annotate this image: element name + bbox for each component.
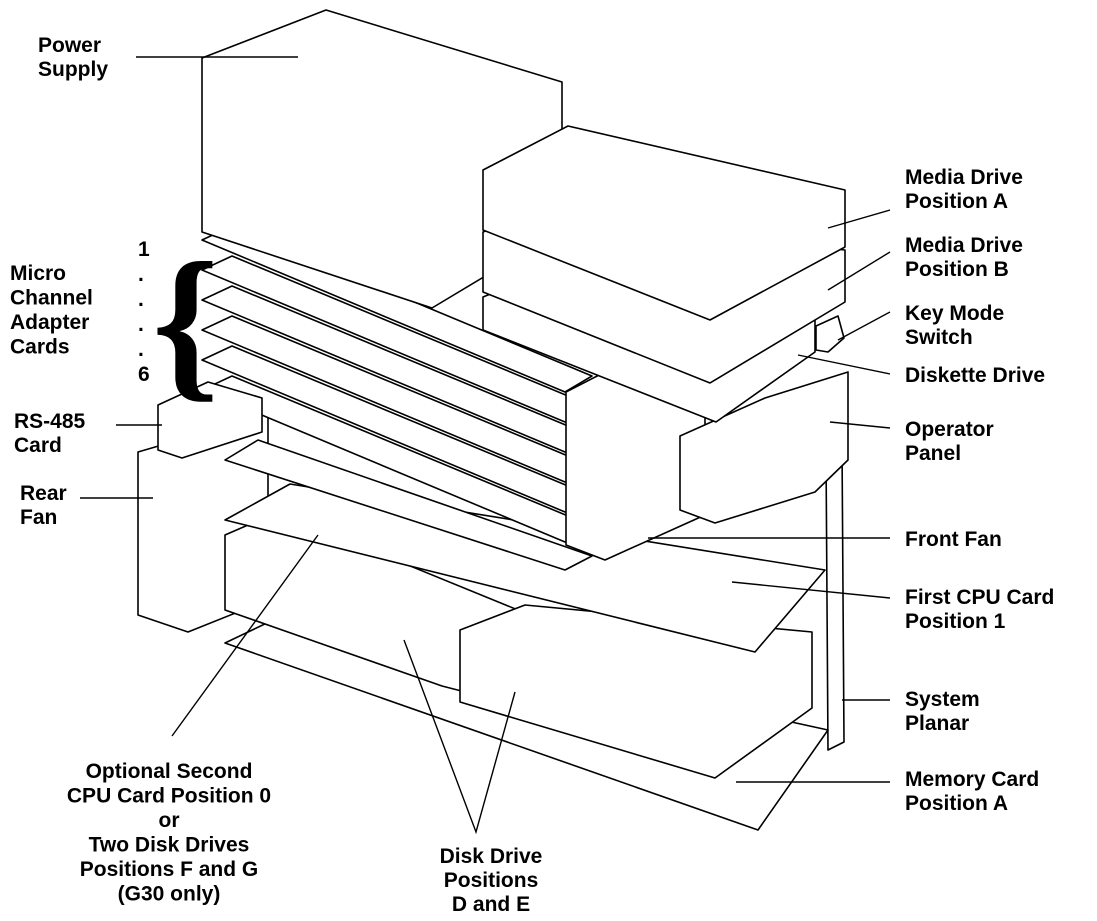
label-line: Front Fan <box>905 528 1002 551</box>
label-line: Planar <box>905 712 969 735</box>
label-line: 6 <box>138 363 150 386</box>
label-line: Key Mode <box>905 302 1004 325</box>
label-slot-numbers: 1....6 <box>138 238 150 386</box>
label-line: . <box>138 338 144 361</box>
leader-lines <box>80 56 891 835</box>
label-line: Two Disk Drives <box>89 834 250 857</box>
label-line: Operator <box>905 418 994 441</box>
label-line: Media Drive <box>905 166 1023 189</box>
label-line: Rear <box>20 482 67 505</box>
label-line: . <box>138 263 144 286</box>
label-line: (G30 only) <box>118 883 221 906</box>
label-line: Positions <box>444 869 539 892</box>
label-line: CPU Card Position 0 <box>67 785 271 808</box>
label-line: Memory Card <box>905 768 1039 791</box>
label-line: Position 1 <box>905 610 1006 633</box>
rs-485-card-part <box>157 381 263 459</box>
label-line: Disk Drive <box>440 845 543 868</box>
label-front-fan: Front Fan <box>905 528 1002 551</box>
label-line: Card <box>14 434 62 457</box>
label-line: Positions F and G <box>80 858 259 881</box>
slot-brace: { <box>152 228 219 416</box>
label-line: Supply <box>38 58 108 81</box>
first-cpu-card-part <box>224 483 826 653</box>
label-line: . <box>138 288 144 311</box>
label-line: Fan <box>20 506 57 529</box>
label-line: Channel <box>10 287 93 310</box>
label-line: Cards <box>10 336 70 359</box>
label-line: Media Drive <box>905 234 1023 257</box>
label-line: Switch <box>905 326 973 349</box>
label-line: D and E <box>452 893 530 916</box>
label-line: Adapter <box>10 311 89 334</box>
key-mode-switch-part <box>815 315 845 353</box>
label-line: System <box>905 688 980 711</box>
adapter-card-sheets <box>201 225 593 571</box>
system-planar-board <box>825 443 845 751</box>
media-drive-a-part <box>482 125 846 321</box>
label-line: Position B <box>905 258 1009 281</box>
label-line: or <box>159 809 180 832</box>
label-line: First CPU Card <box>905 586 1054 609</box>
label-line: RS-485 <box>14 410 86 433</box>
label-line: Position A <box>905 792 1008 815</box>
label-line: Panel <box>905 442 961 465</box>
label-line: 1 <box>138 238 150 261</box>
label-line: . <box>138 313 144 336</box>
label-line: Micro <box>10 262 66 285</box>
label-line: Optional Second <box>86 760 253 783</box>
label-diskette-drive: Diskette Drive <box>905 364 1045 387</box>
label-line: Position A <box>905 190 1008 213</box>
label-line: Power <box>38 34 101 57</box>
operator-panel-part <box>679 371 849 524</box>
disk-drive-e-part <box>459 604 813 779</box>
label-line: Diskette Drive <box>905 364 1045 387</box>
